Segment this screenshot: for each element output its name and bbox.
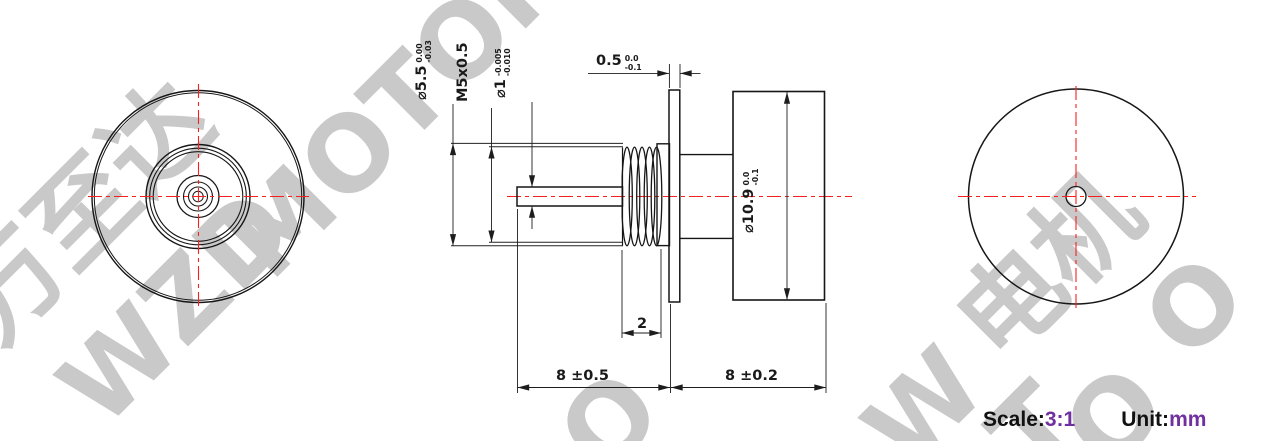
front-view [88, 84, 309, 309]
front-centerlines [88, 84, 309, 309]
unit-label: Unit: [1121, 408, 1170, 431]
unit-value: mm [1169, 408, 1207, 431]
side-view [451, 89, 852, 303]
thread-shoulder [656, 143, 671, 247]
scale-info: Scale:3:1 [983, 408, 1075, 432]
unit-info: Unit:mm [1121, 408, 1206, 432]
motor-body [732, 90, 826, 301]
dimension-lines [449, 64, 827, 393]
scale-value: 3:1 [1044, 408, 1076, 431]
scale-label: Scale: [983, 408, 1045, 431]
back-centerlines [958, 86, 1196, 308]
title-block: Scale:3:1 Unit:mm [983, 408, 1206, 432]
flange [668, 89, 681, 303]
neck [680, 153, 733, 240]
back-view [958, 86, 1196, 308]
